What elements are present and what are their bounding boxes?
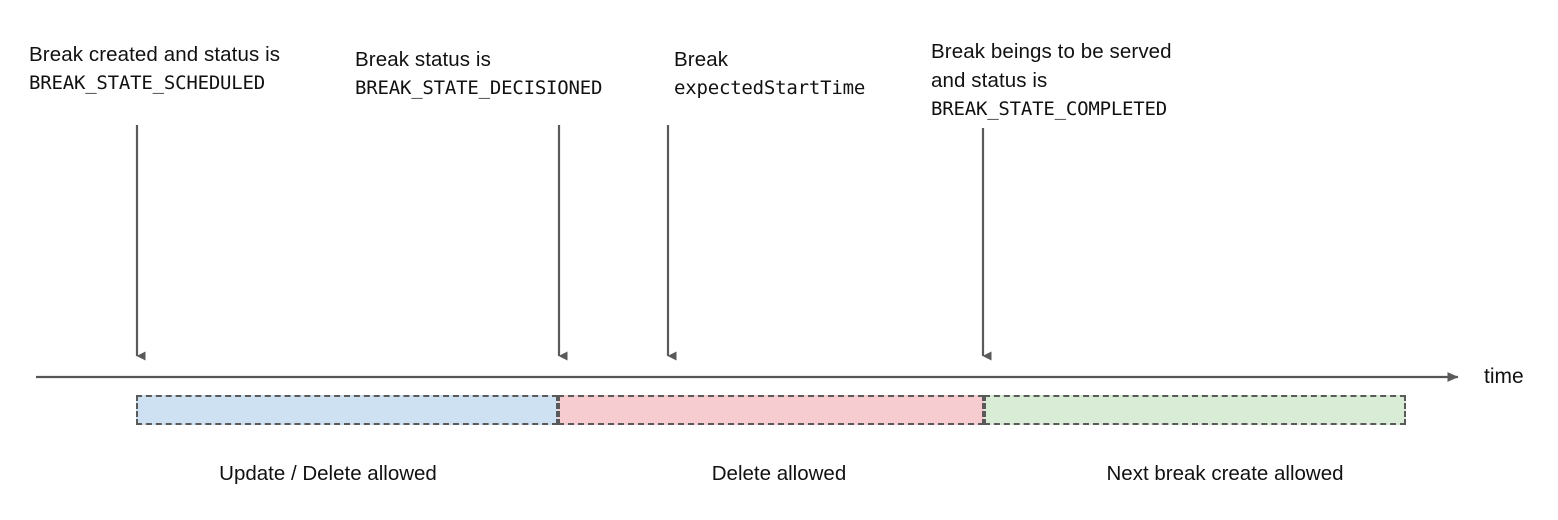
event-label-line: Break status is: [355, 48, 491, 71]
segment-caption-scheduled-window: Update / Delete allowed: [219, 462, 437, 485]
event-label-break-decisioned: Break status is BREAK_STATE_DECISIONED: [355, 45, 602, 103]
event-marker-group: [135, 125, 992, 361]
event-label-line: BREAK_STATE_SCHEDULED: [29, 72, 266, 94]
timeline-segment-scheduled-window: [136, 395, 558, 425]
time-axis-label: time: [1484, 365, 1524, 388]
event-label-line: expectedStartTime: [674, 77, 866, 99]
event-label-line: BREAK_STATE_COMPLETED: [931, 98, 1168, 120]
event-label-break-expected-start-time: Break expectedStartTime: [674, 45, 865, 103]
event-label-break-completed: Break beings to be served and status is BR…: [931, 37, 1172, 124]
segment-caption-decisioned-window: Delete allowed: [711, 462, 847, 485]
event-label-line: Break beings to be served: [931, 40, 1172, 63]
event-label-line: Break: [674, 48, 729, 71]
timeline-segment-completed-window: [984, 395, 1406, 425]
timeline-segment-decisioned-window: [558, 395, 984, 425]
event-label-line: and status is: [931, 69, 1048, 92]
event-label-line: BREAK_STATE_DECISIONED: [355, 77, 603, 99]
event-label-break-created: Break created and status is BREAK_STATE_S…: [29, 40, 280, 98]
segment-caption-completed-window: Next break create allowed: [1106, 462, 1344, 485]
event-label-line: Break created and status is: [29, 43, 281, 66]
